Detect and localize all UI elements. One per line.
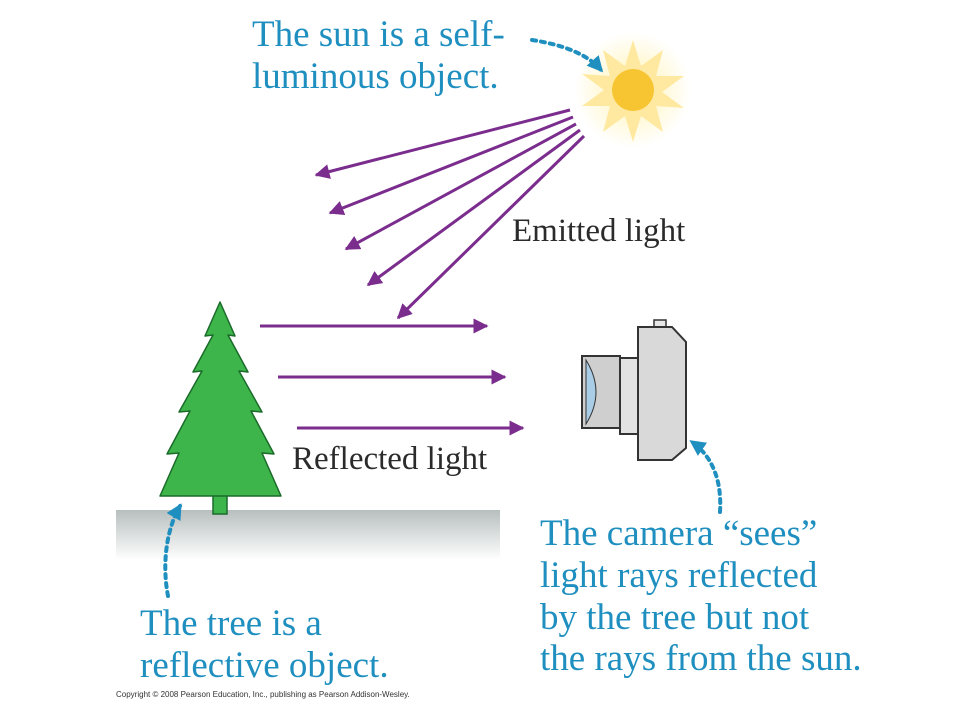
- reflected-light-label: Reflected light: [292, 441, 488, 477]
- camera-callout: The camera “sees” light rays reflected b…: [540, 513, 862, 680]
- tree-callout: The tree is a reflective object.: [140, 603, 389, 687]
- sun-callout-arrow: [530, 38, 604, 73]
- sun-callout: The sun is a self- luminous object.: [252, 14, 505, 98]
- emitted-ray: [366, 128, 581, 287]
- sun-callout-line: luminous object.: [252, 55, 499, 97]
- tree-callout-arrow: [163, 503, 182, 598]
- camera-callout-arrow: [689, 440, 723, 514]
- camera-callout-line: The camera “sees”: [540, 513, 818, 554]
- tree-callout-line: reflective object.: [140, 644, 389, 686]
- callout-arrows: [163, 38, 723, 598]
- tree-callout-line: The tree is a: [140, 603, 322, 644]
- camera-icon: [581, 319, 687, 461]
- emitted-rays: [314, 108, 586, 320]
- emitted-ray: [344, 122, 577, 251]
- camera-callout-line: by the tree but not: [540, 596, 810, 638]
- emitted-light-label: Emitted light: [512, 213, 686, 249]
- tree-icon: [159, 301, 282, 515]
- emitted-ray: [328, 115, 574, 216]
- emitted-ray: [396, 134, 586, 320]
- camera-callout-line: the rays from the sun.: [540, 638, 862, 680]
- sun-icon: [575, 32, 691, 148]
- sun-callout-line: The sun is a self-: [252, 14, 505, 55]
- copyright-notice: Copyright © 2008 Pearson Education, Inc.…: [116, 690, 410, 699]
- camera-callout-line: light rays reflected: [540, 554, 818, 596]
- reflected-rays: [260, 318, 525, 436]
- emitted-ray: [314, 108, 571, 179]
